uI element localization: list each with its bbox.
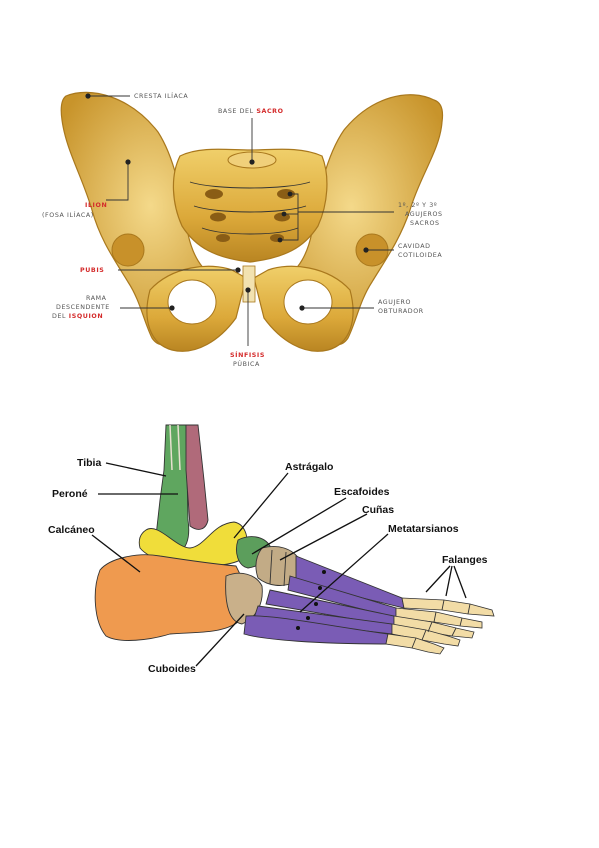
label-rama-3: DEL ISQUION (52, 313, 103, 320)
cunas-bones (255, 546, 301, 586)
label-pubica: PÚBICA (233, 359, 260, 368)
label-cuboides: Cuboides (148, 663, 196, 675)
label-rama-1: RAMA (86, 295, 107, 302)
label-metatarsianos: Metatarsianos (388, 523, 459, 535)
label-agujero-obturador-1: AGUJERO (378, 299, 411, 306)
label-ilion: ILION (85, 202, 107, 209)
label-astragalo: Astrágalo (285, 461, 333, 473)
label-pubis: PUBIS (80, 267, 104, 274)
label-cunas: Cuñas (362, 504, 394, 516)
label-calcaneo: Calcáneo (48, 524, 95, 536)
label-base-del-sacro: BASE DEL SACRO (218, 108, 284, 115)
label-perone: Peroné (52, 488, 88, 500)
label-agujero-obturador-2: OBTURADOR (378, 308, 424, 315)
label-falanges: Falanges (442, 554, 488, 566)
right-obturator-foramen (283, 279, 333, 325)
pelvis-leader-lines (85, 93, 394, 346)
sacrum (172, 148, 328, 263)
label-escafoides: Escafoides (334, 486, 390, 498)
pelvis-diagram: CRESTA ILÍACA BASE DEL SACRO ILION (FOSA… (42, 91, 444, 368)
label-cresta-iliaca: CRESTA ILÍACA (134, 91, 188, 100)
perone-bone (185, 424, 209, 530)
label-agujeros-3: SACROS (410, 220, 440, 227)
label-tibia: Tibia (77, 457, 101, 469)
left-obturator-foramen (167, 279, 217, 325)
calcaneo-bone (94, 554, 245, 641)
foot-leader-lines (91, 462, 467, 667)
label-agujeros-1: 1º, 2º Y 3º (398, 202, 437, 209)
label-fosa-iliaca: (FOSA ILÍACA) (42, 210, 94, 219)
label-cavidad-2: COTILOIDEA (398, 252, 442, 259)
label-agujeros-2: AGUJEROS (405, 211, 443, 218)
label-sinfisis: SÍNFISIS (230, 350, 265, 359)
foot-diagram: Tibia Peroné Calcáneo Astrágalo Escafoid… (48, 424, 495, 675)
label-rama-2: DESCENDENTE (56, 304, 110, 311)
falanges-bones (385, 597, 495, 655)
label-cavidad-1: CAVIDAD (398, 243, 431, 250)
